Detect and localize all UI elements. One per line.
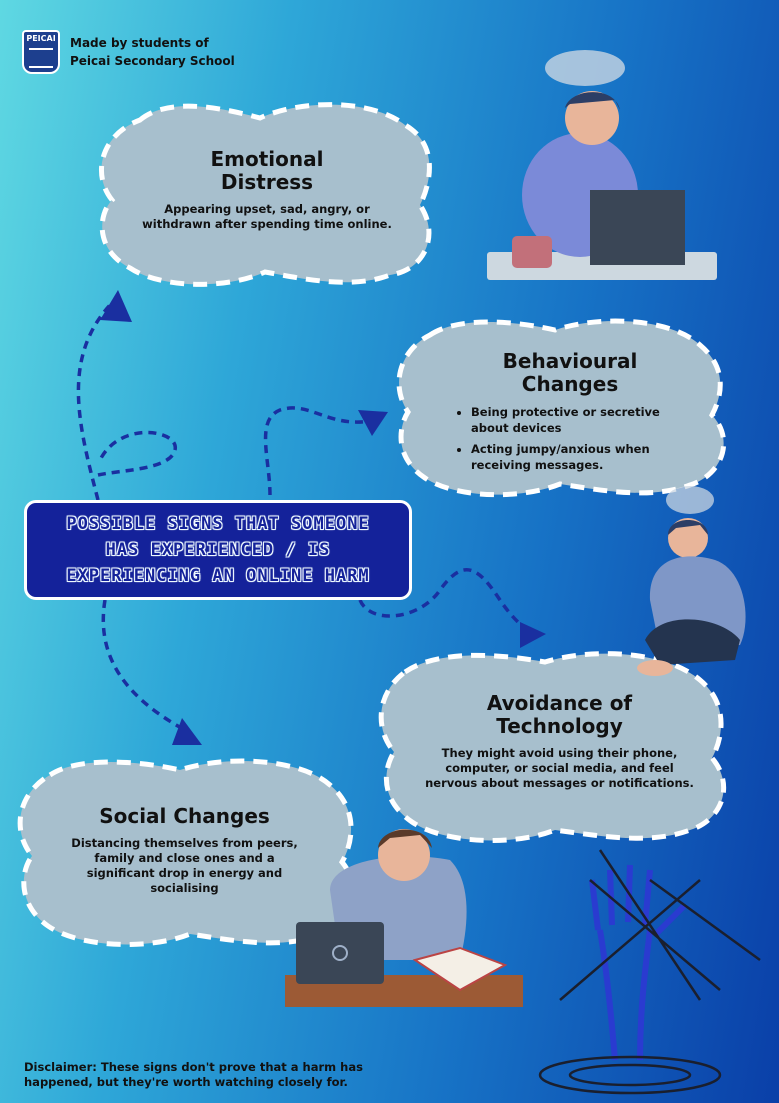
arrow-to-social: [101, 599, 186, 732]
avoidance-body: They might avoid using their phone, comp…: [425, 746, 694, 790]
emotional-body: Appearing upset, sad, angry, or withdraw…: [142, 202, 392, 231]
emotional-title-line1: Emotional: [210, 147, 324, 171]
emotional-title-line2: Distress: [220, 170, 314, 194]
worried-person-laptop-illustration: [487, 50, 717, 280]
disclaimer-text: Disclaimer: These signs don't prove that…: [24, 1060, 363, 1089]
header: PEICAI Made by students of Peicai Second…: [22, 30, 235, 74]
behavioural-title-line1: Behavioural: [502, 349, 638, 373]
social-body: Distancing themselves from peers, family…: [71, 836, 298, 895]
arrowhead-social: [172, 718, 202, 745]
avoidance-title: Avoidance of Technology: [422, 692, 697, 738]
arrowhead-avoidance: [520, 622, 546, 648]
emotional-card: Emotional Distress Appearing upset, sad,…: [132, 148, 402, 232]
arrow-to-avoidance: [358, 568, 532, 634]
behavioural-bullets: Being protective or secretive about devi…: [455, 404, 685, 473]
behavioural-card-shape: [396, 318, 727, 498]
behavioural-title: Behavioural Changes: [455, 350, 685, 396]
banner-line-1: POSSIBLE SIGNS THAT SOMEONE: [66, 514, 370, 534]
stressed-student-illustration: [285, 829, 523, 1007]
banner-line-2: HAS EXPERIENCED / IS: [105, 540, 331, 560]
arrow-to-emotional: [76, 303, 177, 501]
list-item: Being protective or secretive about devi…: [471, 404, 685, 436]
avoidance-card-shape: [378, 651, 727, 843]
arrow-to-behavioural: [263, 406, 376, 496]
avoidance-card: Avoidance of Technology They might avoid…: [422, 692, 697, 791]
behavioural-card: Behavioural Changes Being protective or …: [455, 350, 685, 478]
list-item: Acting jumpy/anxious when receiving mess…: [471, 441, 685, 473]
arrowhead-emotional: [100, 290, 132, 322]
credit-line-2: Peicai Secondary School: [70, 54, 235, 68]
arrowhead-behavioural: [358, 410, 388, 436]
banner-text: POSSIBLE SIGNS THAT SOMEONE HAS EXPERIEN…: [66, 511, 369, 589]
emotional-title: Emotional Distress: [132, 148, 402, 194]
crest-icon: [29, 48, 53, 68]
avoidance-title-line1: Avoidance of: [486, 691, 633, 715]
credit-line-1: Made by students of: [70, 36, 209, 50]
main-banner: POSSIBLE SIGNS THAT SOMEONE HAS EXPERIEN…: [24, 500, 412, 600]
social-card: Social Changes Distancing themselves fro…: [62, 805, 307, 896]
drowning-hand-illustration: [538, 849, 761, 1095]
behavioural-title-line2: Changes: [521, 372, 619, 396]
credit-text: Made by students of Peicai Secondary Sch…: [70, 34, 235, 70]
school-logo: PEICAI: [22, 30, 60, 74]
logo-text: PEICAI: [26, 34, 56, 43]
avoidance-title-line2: Technology: [496, 714, 623, 738]
social-title: Social Changes: [99, 804, 270, 828]
emotional-card-shape: [98, 102, 432, 287]
sad-sitting-person-illustration: [637, 486, 746, 676]
banner-line-3: EXPERIENCING AN ONLINE HARM: [66, 566, 370, 586]
